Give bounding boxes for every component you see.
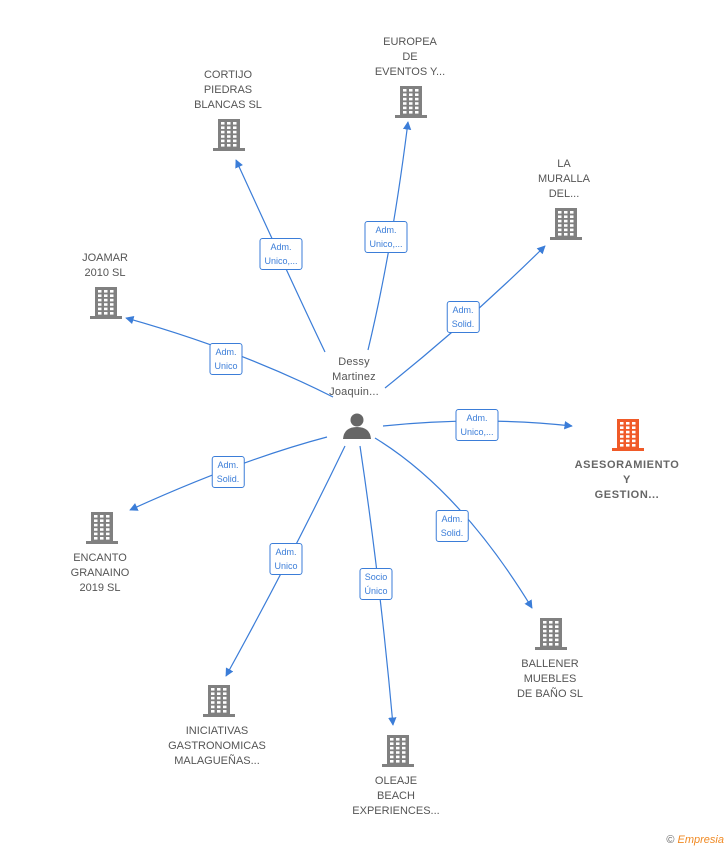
edge-label-europea[interactable]: Adm. Unico,... <box>364 221 408 253</box>
building-icon[interactable] <box>612 419 644 451</box>
footer-brand: © Empresia <box>666 834 724 846</box>
edge-label-ballener[interactable]: Adm. Solid. <box>435 510 469 542</box>
building-icon[interactable] <box>395 86 427 118</box>
brand-name: Empresia <box>677 834 724 846</box>
company-label-oleaje[interactable]: OLEAJE BEACH EXPERIENCES... <box>352 775 440 817</box>
building-icon[interactable] <box>203 685 235 717</box>
edge-label-muralla[interactable]: Adm. Solid. <box>446 301 480 333</box>
company-label-europea[interactable]: EUROPEA DE EVENTOS Y... <box>374 36 446 78</box>
building-icon[interactable] <box>535 618 567 650</box>
building-icon[interactable] <box>86 512 118 544</box>
edge-label-iniciativas[interactable]: Adm. Unico <box>269 543 303 575</box>
company-label-iniciativas[interactable]: INICIATIVAS GASTRONOMICAS MALAGUEÑAS... <box>168 725 266 767</box>
edge-label-cortijo[interactable]: Adm. Unico,... <box>259 238 303 270</box>
building-icon[interactable] <box>550 208 582 240</box>
edge-label-asesoramiento[interactable]: Adm. Unico,... <box>455 409 499 441</box>
person-label[interactable]: Dessy Martinez Joaquin... <box>329 356 379 398</box>
edge-line-ballener <box>374 437 533 609</box>
edge-label-oleaje[interactable]: Socio Único <box>359 568 393 600</box>
company-label-cortijo[interactable]: CORTIJO PIEDRAS BLANCAS SL <box>194 69 262 111</box>
building-icon[interactable] <box>382 735 414 767</box>
building-icon[interactable] <box>213 119 245 151</box>
company-label-ballener[interactable]: BALLENER MUEBLES DE BAÑO SL <box>516 658 584 700</box>
company-label-encanto[interactable]: ENCANTO GRANAINO 2019 SL <box>70 552 130 594</box>
person-icon[interactable] <box>343 413 371 440</box>
edge-label-joamar[interactable]: Adm. Unico <box>209 343 243 375</box>
building-icon[interactable] <box>90 287 122 319</box>
copyright-mark: © <box>666 834 675 846</box>
company-label-joamar[interactable]: JOAMAR 2010 SL <box>82 252 128 279</box>
company-label-asesoramiento[interactable]: ASESORAMIENTO Y GESTION... <box>574 459 680 501</box>
edge-line-cortijo <box>235 159 326 353</box>
company-label-muralla[interactable]: LA MURALLA DEL... <box>538 158 590 200</box>
edge-label-encanto[interactable]: Adm. Solid. <box>211 456 245 488</box>
